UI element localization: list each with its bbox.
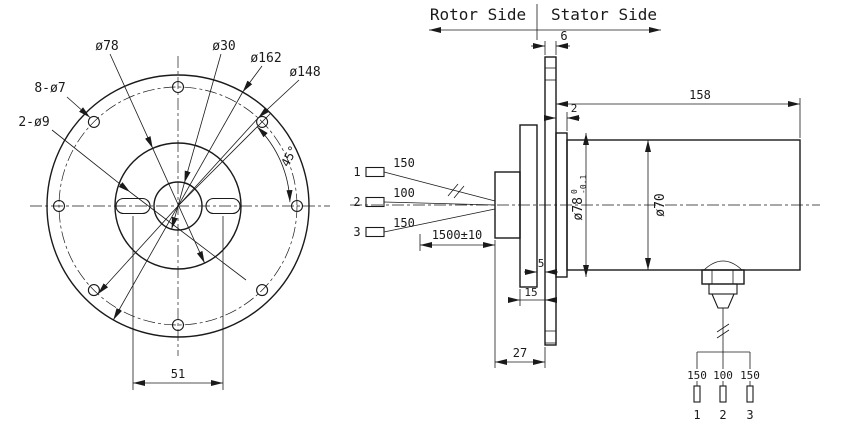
dim-51: 51 bbox=[132, 216, 224, 390]
dim-15: 15 bbox=[508, 286, 557, 306]
leader-lines bbox=[51, 53, 300, 321]
cable-gland: 150 100 150 1 2 3 bbox=[686, 260, 761, 422]
dim-6: 6 bbox=[531, 29, 570, 55]
mounting-flange bbox=[544, 56, 557, 346]
bottom-terminal-2 bbox=[719, 385, 727, 403]
label-d148: ø148 bbox=[289, 65, 320, 80]
bottom-wire-3-length: 150 bbox=[740, 369, 760, 382]
stator-body-d70 bbox=[566, 139, 801, 271]
bottom-terminal-3 bbox=[746, 385, 754, 403]
label-2-d9: 2-ø9 bbox=[18, 115, 49, 130]
bottom-wire-1-length: 150 bbox=[687, 369, 707, 382]
wire-terminal-1 bbox=[365, 166, 385, 178]
dim-2-text: 2 bbox=[571, 102, 578, 115]
mid-circle-d78 bbox=[114, 142, 242, 270]
bolt-circle bbox=[58, 86, 298, 326]
wire-terminal-3 bbox=[365, 226, 385, 238]
gland-nut bbox=[701, 269, 745, 285]
side-view: Rotor Side Stator Side bbox=[350, 4, 820, 422]
dim-1500-text: 1500±10 bbox=[432, 228, 483, 242]
slots-2-d9 bbox=[115, 197, 241, 215]
dim-5: 5 bbox=[524, 257, 558, 275]
dim-2: 2 bbox=[544, 102, 580, 131]
label-45deg: 45° bbox=[278, 143, 300, 169]
bottom-wire-2-number: 2 bbox=[719, 408, 726, 422]
wire-break-mark bbox=[447, 183, 459, 197]
label-d162: ø162 bbox=[250, 51, 281, 66]
wire-terminal-2 bbox=[365, 196, 385, 208]
dim-d78-tol: ø78 0 -0.1 bbox=[570, 133, 589, 277]
dim-27: 27 bbox=[494, 240, 546, 368]
front-view: 51 ø78 ø30 ø162 ø148 8-ø7 2-ø9 45° bbox=[18, 39, 330, 390]
bottom-terminal-1 bbox=[693, 385, 701, 403]
flange-hole-marks bbox=[545, 67, 556, 344]
dim-5-text: 5 bbox=[538, 257, 545, 270]
dim-d78-tol-hi: 0 bbox=[570, 189, 579, 194]
wire-1-number: 1 bbox=[353, 165, 360, 179]
dim-27-text: 27 bbox=[513, 346, 527, 360]
side-header: Rotor Side Stator Side bbox=[429, 4, 661, 40]
wire-2-number: 2 bbox=[353, 195, 360, 209]
gland-dome bbox=[703, 260, 743, 271]
rotor-side-label: Rotor Side bbox=[430, 5, 526, 24]
dim-51-text: 51 bbox=[171, 367, 185, 381]
bottom-wire-3-number: 3 bbox=[746, 408, 753, 422]
gland-taper bbox=[711, 293, 735, 309]
stator-side-label: Stator Side bbox=[551, 5, 657, 24]
wire-2-length: 100 bbox=[393, 186, 415, 200]
dim-d70: ø70 bbox=[645, 140, 668, 270]
rotor-disc bbox=[519, 124, 538, 288]
bottom-wire-2-length: 100 bbox=[713, 369, 733, 382]
dim-d78-main-text: ø78 bbox=[571, 197, 586, 220]
rotor-wires: 1 2 3 150 100 150 bbox=[353, 156, 496, 239]
angle-45-arc bbox=[256, 126, 293, 203]
label-d78: ø78 bbox=[95, 39, 118, 54]
dim-d70-text: ø70 bbox=[653, 193, 668, 216]
radial-45-line bbox=[177, 113, 271, 207]
wire-1-length: 150 bbox=[393, 156, 415, 170]
wire-3-length: 150 bbox=[393, 216, 415, 230]
dim-6-text: 6 bbox=[560, 29, 567, 43]
dim-158-text: 158 bbox=[689, 88, 711, 102]
bottom-wire-1-number: 1 bbox=[693, 408, 700, 422]
dim-d78-tol-lo: -0.1 bbox=[579, 175, 588, 194]
dim-158: 158 bbox=[556, 88, 801, 138]
dim-1500: 1500±10 bbox=[419, 228, 495, 251]
label-d30: ø30 bbox=[212, 39, 235, 54]
wire-3-number: 3 bbox=[353, 225, 360, 239]
cable-break-mark bbox=[716, 323, 730, 333]
gland-mid bbox=[708, 283, 738, 295]
dim-15-text: 15 bbox=[524, 286, 537, 299]
center-bore-d30 bbox=[153, 181, 203, 231]
outer-flange-circle bbox=[46, 74, 310, 338]
label-8-d7: 8-ø7 bbox=[34, 81, 65, 96]
